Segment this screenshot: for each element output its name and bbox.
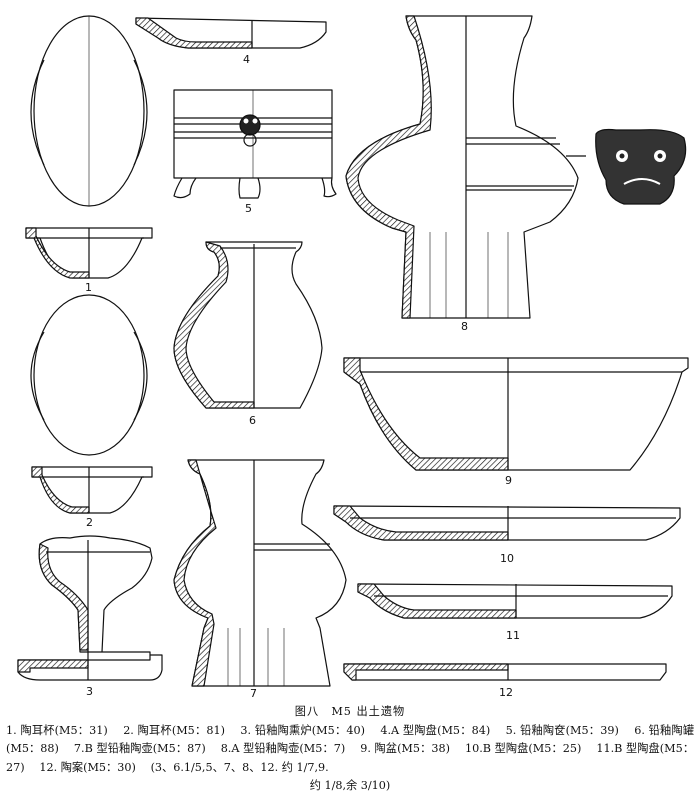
- figure-number-12: 12: [499, 686, 513, 699]
- incense-burner-3: [17, 535, 163, 681]
- figure-number-4: 4: [243, 53, 250, 66]
- legend-item: 2. 陶耳杯(M5：81): [123, 723, 225, 737]
- legend-item: 7.B 型铅釉陶壶(M5：87): [73, 742, 206, 755]
- legend-item: 1. 陶耳杯(M5：31): [6, 723, 108, 737]
- scale-note: (3、6.1/5,5、7、8、12. 约 1/7,9.: [150, 760, 329, 774]
- dish-4-section: [135, 17, 327, 49]
- figure-number-1: 1: [85, 281, 92, 294]
- figure-legend: 1. 陶耳杯(M5：31) 2. 陶耳杯(M5：81) 3. 铅釉陶熏炉(M5：…: [6, 722, 694, 778]
- artifact-plate: [17, 15, 689, 687]
- legend-item: 12. 陶案(M5：30): [39, 760, 136, 774]
- lian-box-5: [173, 89, 337, 199]
- ear-cup-2-section: [31, 466, 153, 514]
- basin-9: [343, 357, 689, 471]
- figure-title: 图八 M5 出土遗物: [294, 705, 406, 718]
- ear-cup-1-top-view: [30, 15, 148, 207]
- animal-mask-icon: [595, 128, 687, 205]
- figure-number-11: 11: [506, 629, 520, 642]
- mask-handle-icon: [239, 114, 261, 147]
- dish-11-section: [357, 583, 673, 619]
- legend-item: 6. 铅釉陶罐(M5：88): [6, 723, 695, 756]
- legend-item: 4.A 型陶盘(M5：84): [380, 723, 491, 737]
- figure-number-9: 9: [505, 474, 512, 487]
- figure-number-10: 10: [500, 552, 514, 565]
- figure-caption: 图八 M5 出土遗物 1. 陶耳杯(M5：31) 2. 陶耳杯(M5：81) 3…: [6, 703, 694, 796]
- figure-number-5: 5: [245, 202, 252, 215]
- figure-number-3: 3: [86, 685, 93, 698]
- legend-item: 10.B 型陶盘(M5：25): [464, 742, 582, 755]
- dish-10-section: [333, 505, 681, 541]
- jar-6: [173, 241, 323, 409]
- ear-cup-2-top-view: [30, 294, 148, 456]
- figure-number-7: 7: [250, 687, 257, 700]
- scale-note-tail: 约 1/8,余 3/10): [309, 779, 391, 792]
- legend-item: 5. 铅釉陶奁(M5：39): [505, 723, 619, 737]
- hu-vase-7: [173, 459, 347, 687]
- hu-vase-8: [345, 15, 586, 319]
- figure-number-8: 8: [461, 320, 468, 333]
- legend-item: 8.A 型铅釉陶壶(M5：7): [220, 742, 346, 755]
- legend-item: 11.B 型陶盘(M5：27): [6, 742, 695, 774]
- legend-item: 3. 铅釉陶熏炉(M5：40): [240, 723, 365, 737]
- ear-cup-1-section: [25, 227, 153, 279]
- figure-number-6: 6: [249, 414, 256, 427]
- tray-12-section: [343, 663, 667, 681]
- figure-number-2: 2: [86, 516, 93, 529]
- legend-item: 9. 陶盆(M5：38): [360, 742, 450, 755]
